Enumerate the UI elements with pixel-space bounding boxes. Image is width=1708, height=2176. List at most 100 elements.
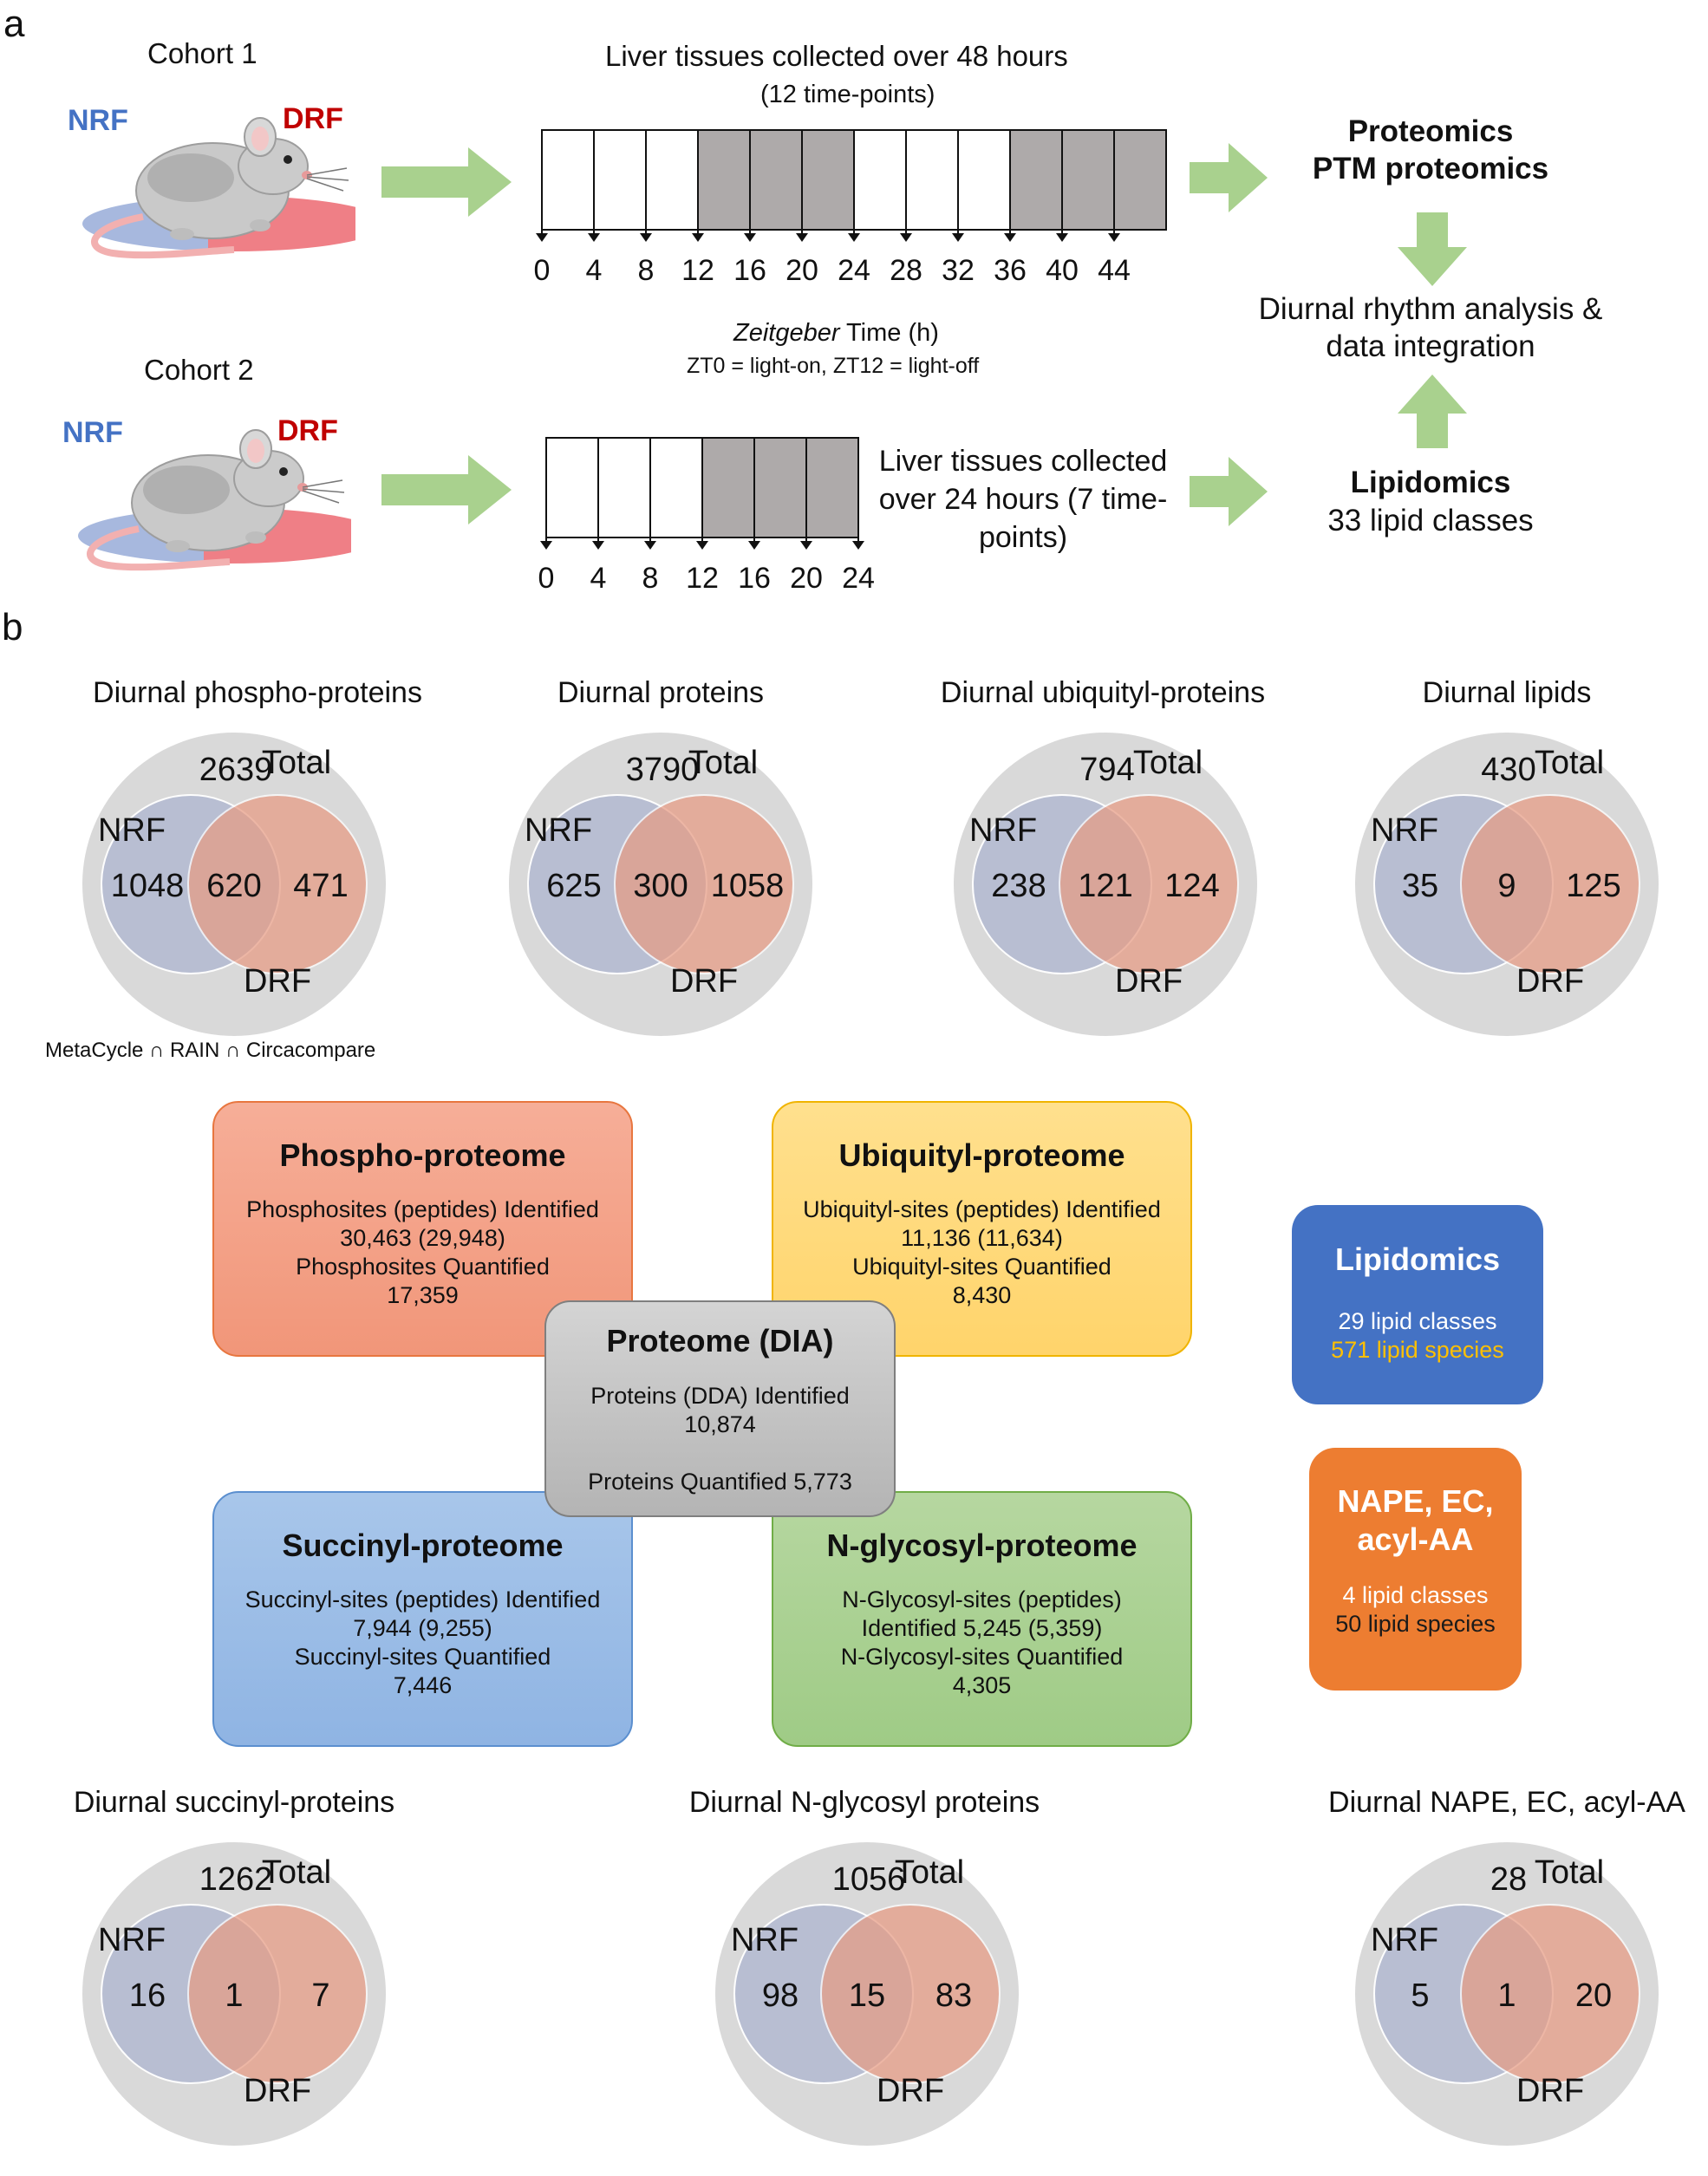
timeline-2-tick-label: 20 xyxy=(790,562,823,595)
timeline-1-tick-label: 24 xyxy=(838,254,870,287)
axis-label-italic: Zeitgeber xyxy=(733,319,840,347)
timeline-2-cell xyxy=(753,437,807,538)
timeline-2-tick-label: 8 xyxy=(642,562,659,595)
venn-drf-only-value: 83 xyxy=(935,1977,972,2014)
timeline-2-caption: Liver tissues collected over 24 hours (7… xyxy=(863,442,1183,557)
timeline-2-tick-arrow xyxy=(852,541,864,550)
venn-both-value: 1 xyxy=(1497,1977,1516,2014)
axis-label-rest: Time (h) xyxy=(839,319,939,347)
venn-nrf-circle xyxy=(527,794,707,974)
venn-total-label: Total xyxy=(1133,745,1203,781)
succinyl-line-2: 7,944 (9,255) xyxy=(353,1615,492,1641)
nape-box-line-1: 4 lipid classes xyxy=(1342,1582,1489,1608)
venn-total-value: 430 xyxy=(1481,752,1535,788)
venn-total-circle xyxy=(1355,733,1659,1036)
proteome-dia-title: Proteome (DIA) xyxy=(606,1323,834,1358)
timeline-1-tick-label: 32 xyxy=(942,254,975,287)
ubiquityl-line-2: 11,136 (11,634) xyxy=(901,1225,1063,1251)
venn-drf-only-value: 471 xyxy=(293,868,348,904)
phospho-line-3: Phosphosites Quantified xyxy=(296,1254,550,1280)
venn-total-value: 1262 xyxy=(199,1861,273,1898)
timeline-1-subtitle: (12 time-points) xyxy=(760,81,935,108)
arrow-icon-to-lipidomics xyxy=(1190,457,1268,526)
timeline-1-tick-label: 36 xyxy=(994,254,1027,287)
venn-drf-label: DRF xyxy=(1516,2073,1584,2109)
timeline-2-cell xyxy=(597,437,651,538)
proteome-line-3 xyxy=(546,1439,894,1468)
venn-nrf-label: NRF xyxy=(98,1922,166,1958)
glycosyl-line-3: N-Glycosyl-sites Quantified xyxy=(840,1644,1124,1670)
arrow-icon-cohort-2 xyxy=(381,455,512,524)
ubiquityl-line-4: 8,430 xyxy=(952,1282,1012,1308)
timeline-1-tick-label: 4 xyxy=(586,254,603,287)
venn-nrf-label: NRF xyxy=(1371,1922,1438,1958)
venn-nrf-only-value: 5 xyxy=(1411,1977,1429,2014)
timeline-2-caption-line-1: Liver tissues collected xyxy=(878,445,1168,478)
venn-drf-only-value: 125 xyxy=(1566,868,1620,904)
proteome-line-2: 10,874 xyxy=(684,1411,756,1437)
timeline-2-cell xyxy=(805,437,859,538)
venn-drf-circle xyxy=(187,794,368,974)
timeline-1-tick-label: 28 xyxy=(890,254,922,287)
timeline-1-cell xyxy=(1061,129,1115,231)
succinyl-line-1: Succinyl-sites (peptides) Identified xyxy=(244,1586,601,1612)
lipidomics-output: Lipidomics 33 lipid classes xyxy=(1214,464,1647,540)
venn-nrf-circle xyxy=(733,1904,914,2084)
proteome-line-4: Proteins Quantified 5,773 xyxy=(588,1469,852,1495)
timeline-1-cell xyxy=(697,129,751,231)
ubiquityl-line-1: Ubiquityl-sites (peptides) Identified xyxy=(803,1196,1161,1222)
axis-note: ZT0 = light-on, ZT12 = light-off xyxy=(687,354,980,378)
timeline-1-cell xyxy=(1009,129,1063,231)
venn-both-value: 620 xyxy=(206,868,261,904)
timeline-1-cell xyxy=(645,129,699,231)
venn-drf-only-value: 1058 xyxy=(711,868,785,904)
timeline-1-tick-arrow xyxy=(744,233,756,242)
timeline-1-tick-arrow xyxy=(1108,233,1120,242)
venn-nrf-label: NRF xyxy=(525,812,592,849)
phospho-proteome-box: Phospho-proteome Phosphosites (peptides)… xyxy=(212,1101,633,1357)
timeline-2-cell xyxy=(649,437,703,538)
venn-title: Diurnal ubiquityl-proteins xyxy=(940,676,1266,709)
panel-letter-b: b xyxy=(2,606,23,648)
timeline-1-tick-arrow xyxy=(692,233,704,242)
mouse-icon-cohort-2 xyxy=(78,429,351,571)
timeline-1-tick-arrow xyxy=(536,233,548,242)
lipidomics-box: Lipidomics 29 lipid classes 571 lipid sp… xyxy=(1292,1205,1543,1404)
venn-nrf-only-value: 1048 xyxy=(111,868,185,904)
timeline-1-tick-arrow xyxy=(952,233,964,242)
venn-nrf-only-value: 98 xyxy=(762,1977,799,2014)
venn-drf-circle xyxy=(1059,794,1239,974)
analysis-line-2: data integration xyxy=(1326,329,1535,363)
venn-drf-only-value: 20 xyxy=(1575,1977,1612,2014)
timeline-2-tick-label: 16 xyxy=(738,562,771,595)
nrf-label-cohort-2: NRF xyxy=(62,416,123,449)
timeline-2-tick-arrow xyxy=(748,541,760,550)
timeline-1-cell xyxy=(1113,129,1167,231)
arrow-icon-to-proteomics xyxy=(1190,143,1268,212)
nape-box-line-2: 50 lipid species xyxy=(1335,1611,1496,1637)
venn-both-value: 121 xyxy=(1078,868,1132,904)
arrow-icon-cohort-1 xyxy=(381,147,512,217)
timeline-1-tick-arrow xyxy=(1056,233,1068,242)
venn-total-circle xyxy=(954,733,1257,1036)
axis-label: Zeitgeber Time (h) xyxy=(733,321,939,346)
lipid-classes-label: 33 lipid classes xyxy=(1327,504,1534,537)
cohort-2-label: Cohort 2 xyxy=(144,354,254,386)
succinyl-line-3: Succinyl-sites Quantified xyxy=(294,1644,551,1670)
proteome-line-1: Proteins (DDA) Identified xyxy=(590,1383,850,1409)
timeline-1-title: Liver tissues collected over 48 hours xyxy=(605,40,1068,72)
venn-total-circle xyxy=(509,733,812,1036)
phospho-line-1: Phosphosites (peptides) Identified xyxy=(246,1196,599,1222)
venn-total-circle xyxy=(82,1842,386,2146)
cohort-1-label: Cohort 1 xyxy=(147,37,258,69)
venn-title: Diurnal lipids xyxy=(1422,676,1592,709)
venn-total-label: Total xyxy=(1535,745,1604,781)
timeline-1-cell xyxy=(593,129,647,231)
venn-both-value: 15 xyxy=(849,1977,885,2014)
timeline-2-tick-label: 12 xyxy=(686,562,719,595)
